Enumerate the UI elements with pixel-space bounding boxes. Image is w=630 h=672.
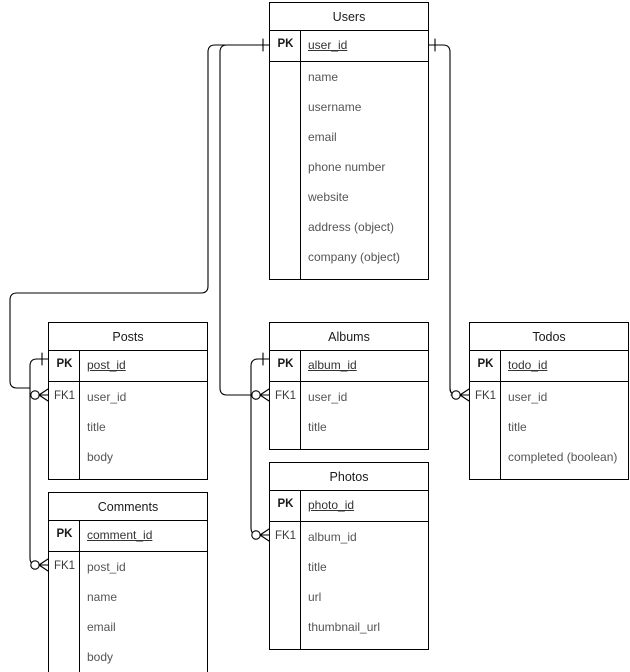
attribute-posts-1: title [87,420,106,434]
attribute-todos-0: user_id [508,390,548,404]
relation-posts-comments [29,358,49,566]
attribute-users-2: email [308,130,337,144]
relation-albums-photos [250,358,270,536]
entity-title-albums: Albums [270,323,428,351]
entity-title-users: Users [270,3,428,31]
cardinality-many-posts-fk [30,388,49,402]
entity-title-posts: Posts [49,323,207,351]
fk-tag-todos: FK1 [474,390,497,402]
cardinality-many-photos-fk [251,528,270,542]
fk-tag-albums: FK1 [274,390,297,402]
pk-field-comments: comment_id [87,528,153,542]
entity-title-photos: Photos [270,463,428,491]
pk-row-photos[interactable]: PK photo_id [270,491,428,522]
key-column-divider-albums [270,351,301,449]
relation-users-albums [219,44,270,396]
relation-users-todos-tail [449,387,464,396]
entity-title-todos: Todos [470,323,628,351]
key-column-divider-users [270,31,301,279]
pk-row-posts[interactable]: PK post_id [49,351,207,382]
pk-row-albums[interactable]: PK album_id [270,351,428,382]
attribute-users-5: address (object) [308,220,395,234]
fk-tag-photos: FK1 [274,530,297,542]
attribute-comments-0: post_id [87,560,126,574]
pk-tag-posts: PK [56,358,73,370]
pk-row-users[interactable]: PK user_id [270,31,428,62]
attribute-albums-1: title [308,420,327,434]
attribute-list-users: name username email phone number website addr… [270,62,428,279]
attribute-users-0: name [308,70,339,84]
attribute-posts-2: body [87,450,114,464]
cardinality-many-comments-fk [30,558,49,572]
pk-tag-todos: PK [477,358,494,370]
pk-field-albums: album_id [308,358,357,372]
key-column-divider-photos [270,491,301,649]
pk-field-photos: photo_id [308,498,355,512]
fk-tag-comments: FK1 [53,560,76,572]
attribute-users-4: website [308,190,349,204]
pk-tag-comments: PK [56,528,73,540]
attribute-photos-2: url [308,590,322,604]
attribute-todos-2: completed (boolean) [508,450,618,464]
pk-field-todos: todo_id [508,358,548,372]
key-column-divider-todos [470,351,501,479]
attribute-users-1: username [308,100,362,114]
pk-field-posts: post_id [87,358,126,372]
cardinality-many-albums-fk [251,388,270,402]
attribute-photos-1: title [308,560,327,574]
entity-title-comments: Comments [49,493,207,521]
attribute-posts-0: user_id [87,390,127,404]
pk-row-comments[interactable]: PK comment_id [49,521,207,552]
attribute-photos-3: thumbnail_url [308,620,381,634]
cardinality-many-todos-fk [451,388,470,402]
attribute-users-6: company (object) [308,250,401,264]
pk-field-users: user_id [308,38,348,52]
attribute-todos-1: title [508,420,527,434]
pk-tag-users: PK [277,38,294,50]
key-column-divider-comments [49,521,80,672]
pk-row-todos[interactable]: PK todo_id [470,351,628,382]
attribute-comments-2: email [87,620,116,634]
pk-tag-albums: PK [277,358,294,370]
attribute-comments-3: body [87,650,114,664]
attribute-albums-0: user_id [308,390,348,404]
fk-tag-posts: FK1 [53,390,76,402]
key-column-divider-posts [49,351,80,479]
pk-tag-photos: PK [277,498,294,510]
attribute-comments-1: name [87,590,118,604]
relation-users-todos [428,44,458,396]
attribute-photos-0: album_id [308,530,357,544]
attribute-users-3: phone number [308,160,386,174]
